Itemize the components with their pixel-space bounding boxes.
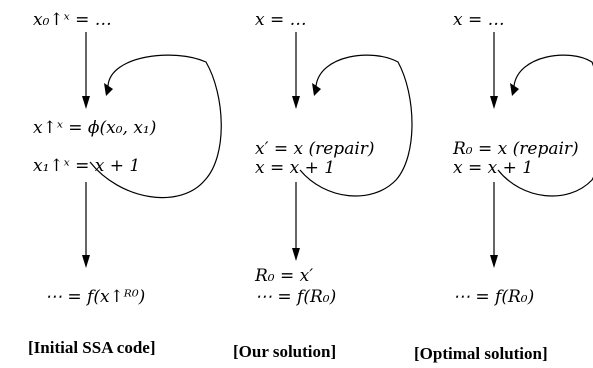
initial-caption: [Initial SSA code]: [28, 338, 156, 357]
ours-use-statement: ⋯ = f(R₀): [255, 287, 336, 307]
initial-loop-arrowhead: [104, 83, 113, 96]
ours-caption: [Our solution]: [233, 342, 336, 361]
ours-loop-arrowhead: [312, 83, 321, 96]
ours-loop-edge: [299, 54, 413, 197]
initial-increment-statement: x₁↑ˣ = x + 1: [33, 156, 140, 176]
optimal-exit-arrowhead: [490, 255, 498, 268]
ours-exit-arrowhead: [292, 248, 300, 261]
optimal-use-statement: ⋯ = f(R₀): [453, 287, 534, 307]
optimal-caption: [Optimal solution]: [414, 344, 548, 363]
optimal-entry-arrowhead: [490, 96, 498, 109]
optimal-repair-statement: R₀ = x (repair): [452, 139, 579, 159]
ours-repair-statement: x′ = x (repair): [255, 139, 375, 159]
column-optimal: x = … R₀ = x (repair) x = x + 1 ⋯ = f(R₀…: [414, 10, 593, 363]
ours-entry-arrowhead: [292, 96, 300, 109]
optimal-loop-arrowhead: [510, 83, 519, 96]
optimal-increment-statement: x = x + 1: [453, 158, 533, 178]
initial-use-statement: ⋯ = f(x↑ᴿ⁰): [45, 287, 145, 307]
initial-loop-edge: [89, 54, 222, 199]
optimal-top-statement: x = …: [453, 10, 505, 30]
initial-top-statement: x₀↑ˣ = …: [33, 10, 112, 30]
column-initial: x₀↑ˣ = … x↑ˣ = ϕ(x₀, x₁) x₁↑ˣ = x + 1 ⋯ …: [28, 10, 222, 357]
ours-top-statement: x = …: [255, 10, 307, 30]
ours-increment-statement: x = x + 1: [255, 158, 335, 178]
initial-exit-arrowhead: [82, 255, 90, 268]
initial-phi-statement: x↑ˣ = ϕ(x₀, x₁): [33, 118, 156, 138]
initial-entry-arrowhead: [82, 96, 90, 109]
column-ours: x = … x′ = x (repair) x = x + 1 R₀ = x′ …: [233, 10, 413, 361]
ours-restore-statement: R₀ = x′: [254, 266, 313, 286]
optimal-loop-edge: [497, 54, 593, 197]
